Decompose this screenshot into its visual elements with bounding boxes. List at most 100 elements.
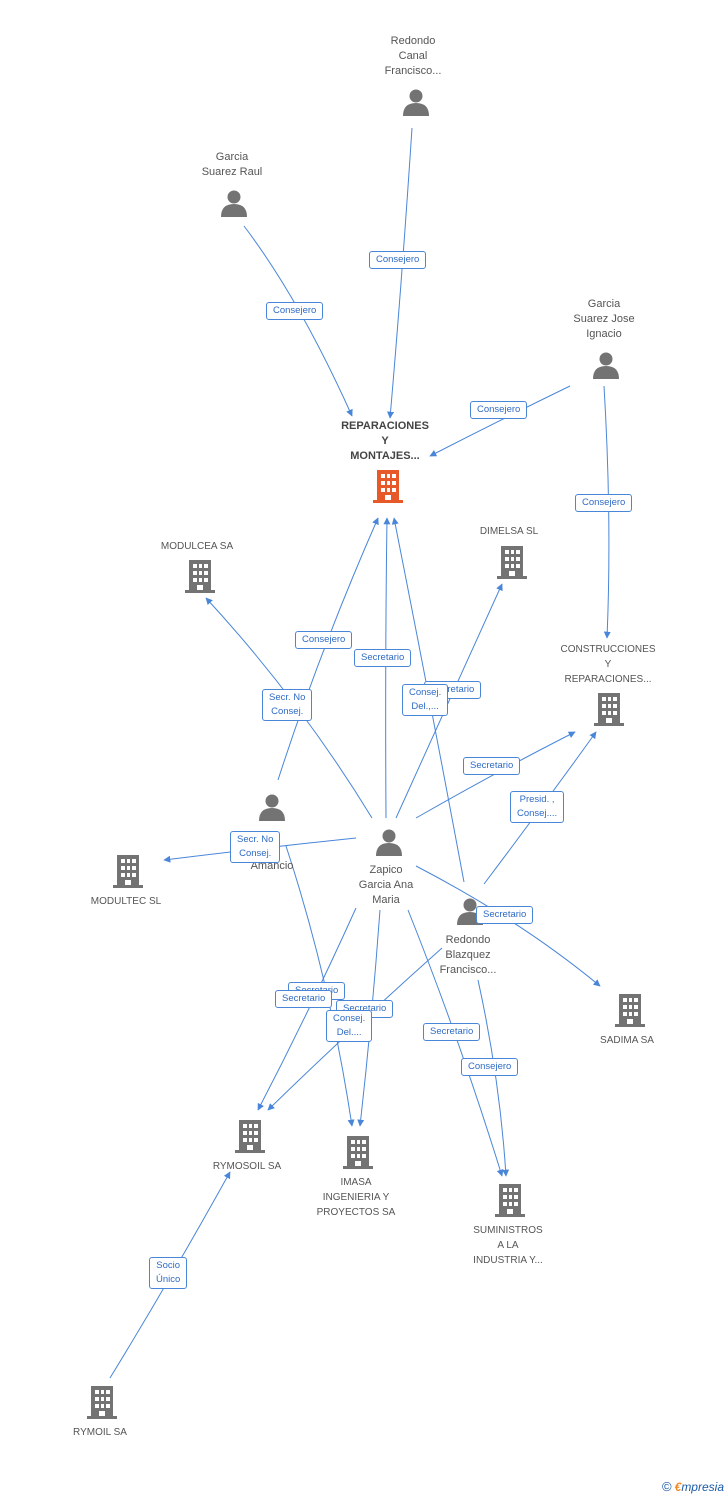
suministros-building-icon[interactable]	[495, 1184, 525, 1217]
node-label-reparaciones[interactable]: REPARACIONES Y MONTAJES...	[315, 419, 455, 464]
node-label-garcia-raul[interactable]: Garcia Suarez Raul	[162, 150, 302, 180]
edge-label-secr-no-consej[interactable]: Secr. No Consej.	[262, 689, 313, 721]
edge-label-text: Consejero	[582, 497, 626, 508]
edge-label-consejero[interactable]: Consejero	[295, 631, 353, 649]
rymosoil-building-icon[interactable]	[235, 1120, 265, 1153]
label-line: REPARACIONES	[341, 420, 429, 432]
node-label-modulcea[interactable]: MODULCEA SA	[127, 539, 267, 554]
edge-label-text: Secretario	[343, 1003, 387, 1014]
imasa-building-icon[interactable]	[343, 1136, 373, 1169]
edge-label-text: Consej.	[409, 687, 442, 698]
copyright-icon: ©	[662, 1479, 672, 1494]
edge-label-presid-consej[interactable]: Presid. , Consej....	[510, 791, 565, 823]
label-line: PROYECTOS SA	[316, 1207, 396, 1218]
sadima-building-icon[interactable]	[615, 994, 645, 1027]
node-label-garcia-jose[interactable]: Garcia Suarez Jose Ignacio	[534, 297, 674, 342]
redondo-canal-person-icon[interactable]	[403, 89, 429, 117]
edge-garcia-raul-to-reparaciones	[243, 225, 353, 417]
edge-label-text: Secretario	[483, 909, 527, 920]
label-line: CONSTRUCCIONES	[560, 644, 656, 655]
edge-label-consejero[interactable]: Consejero	[461, 1058, 519, 1076]
node-label-dimelsa[interactable]: DIMELSA SL	[439, 524, 579, 539]
edge-label-text: Secr. No	[237, 834, 274, 845]
label-line: Canal	[398, 50, 428, 62]
hidden-person-icon[interactable]	[259, 794, 285, 822]
edge-label-text: Consejero	[477, 404, 521, 415]
label-line: Maria	[372, 894, 400, 906]
modulcea-building-icon[interactable]	[185, 560, 215, 593]
label-line: SUMINISTROS	[473, 1225, 543, 1236]
edge-label-text: Consej.	[333, 1013, 366, 1024]
label-line: MODULTEC SL	[90, 896, 162, 907]
node-label-construcciones[interactable]: CONSTRUCCIONES Y REPARACIONES...	[538, 642, 678, 687]
edge-label-text: Secretario	[431, 684, 475, 695]
edge-label-secretario[interactable]: Secretario	[275, 990, 333, 1008]
label-line: Francisco...	[439, 964, 497, 976]
edge-label-text: Secretario	[430, 1026, 474, 1037]
node-label-modultec[interactable]: MODULTEC SL	[56, 894, 196, 909]
edge-label-text: Socio	[156, 1260, 181, 1271]
edge-label-consejero[interactable]: Consejero	[470, 401, 528, 419]
label-line: INGENIERIA Y	[322, 1192, 390, 1203]
label-line: RYMOSOIL SA	[212, 1161, 282, 1172]
node-label-sadima[interactable]: SADIMA SA	[557, 1033, 697, 1048]
edge-redondo-canal-to-reparaciones	[387, 127, 413, 419]
node-label-rymoil[interactable]: RYMOIL SA	[30, 1425, 170, 1440]
edge-zapico-to-suministros	[407, 909, 504, 1177]
edge-label-secr-no-consej[interactable]: Secr. No Consej.	[230, 831, 281, 863]
label-line: Blazquez	[445, 949, 491, 961]
label-line: Francisco...	[384, 65, 442, 77]
node-label-suministros[interactable]: SUMINISTROS A LA INDUSTRIA Y...	[438, 1223, 578, 1268]
edge-label-consejero[interactable]: Consejero	[575, 494, 633, 512]
edge-label-text: Secr. No	[269, 692, 306, 703]
edge-redondo-blazquez-to-suministros	[477, 979, 510, 1177]
edge-hidden-person-to-reparaciones	[277, 517, 379, 781]
dimelsa-building-icon[interactable]	[497, 546, 527, 579]
edge-zapico-to-dimelsa	[395, 583, 503, 819]
edge-label-secretario[interactable]: Secretario	[354, 649, 412, 667]
edge-zapico-to-reparaciones	[383, 517, 391, 819]
garcia-jose-person-icon[interactable]	[593, 352, 619, 380]
construcciones-building-icon[interactable]	[594, 693, 624, 726]
edge-label-text: Del....	[336, 1027, 362, 1038]
node-label-rymosoil[interactable]: RYMOSOIL SA	[177, 1159, 317, 1174]
zapico-person-icon[interactable]	[376, 829, 402, 857]
node-label-zapico[interactable]: Zapico Garcia Ana Maria	[316, 863, 456, 908]
label-line: Redondo	[390, 35, 436, 47]
label-line: Y	[381, 435, 389, 447]
edge-label-secretario[interactable]: Secretario	[476, 906, 534, 924]
edge-label-text: Secretario	[361, 652, 405, 663]
edge-garcia-jose-to-construcciones	[603, 385, 611, 639]
label-line: Y	[604, 659, 612, 670]
label-line: Zapico	[369, 864, 403, 876]
edge-label-consejero[interactable]: Consejero	[266, 302, 324, 320]
label-line: Ignacio	[586, 328, 622, 340]
brand-wordmark: mpresia	[681, 1480, 724, 1494]
edge-label-text: Secretario	[282, 993, 326, 1004]
edge-garcia-jose-to-reparaciones	[429, 385, 571, 457]
edge-label-consej-del[interactable]: Consej. Del....	[326, 1010, 373, 1042]
brand-e-glyph: €	[674, 1480, 682, 1494]
empresia-logo[interactable]: ©€mpresia	[662, 1479, 724, 1494]
edge-label-secretario[interactable]: Secretario	[423, 1023, 481, 1041]
modultec-building-icon[interactable]	[113, 855, 143, 888]
edge-label-secretario[interactable]: Secretario	[463, 757, 521, 775]
edge-label-consejero[interactable]: Consejero	[369, 251, 427, 269]
edge-label-consej-del[interactable]: Consej. Del.,...	[402, 684, 449, 716]
label-line: Garcia Ana	[358, 879, 414, 891]
edge-label-socio-unico[interactable]: Socio Único	[149, 1257, 188, 1289]
label-line: DIMELSA SL	[479, 526, 539, 537]
label-line: IMASA	[340, 1177, 372, 1188]
edge-label-text: Consejero	[376, 254, 420, 265]
rymoil-building-icon[interactable]	[87, 1386, 117, 1419]
edge-label-text: Consej.	[239, 848, 272, 859]
node-label-redondo-canal[interactable]: Redondo Canal Francisco...	[343, 34, 483, 79]
label-line: Amancio	[250, 860, 294, 872]
label-line: Redondo	[445, 934, 491, 946]
node-label-imasa[interactable]: IMASA INGENIERIA Y PROYECTOS SA	[286, 1175, 426, 1220]
label-line: RYMOIL SA	[73, 1427, 127, 1438]
garcia-raul-person-icon[interactable]	[221, 190, 247, 218]
reparaciones-building-icon[interactable]	[373, 470, 403, 503]
node-label-redondo-blazquez[interactable]: Redondo Blazquez Francisco...	[398, 933, 538, 978]
